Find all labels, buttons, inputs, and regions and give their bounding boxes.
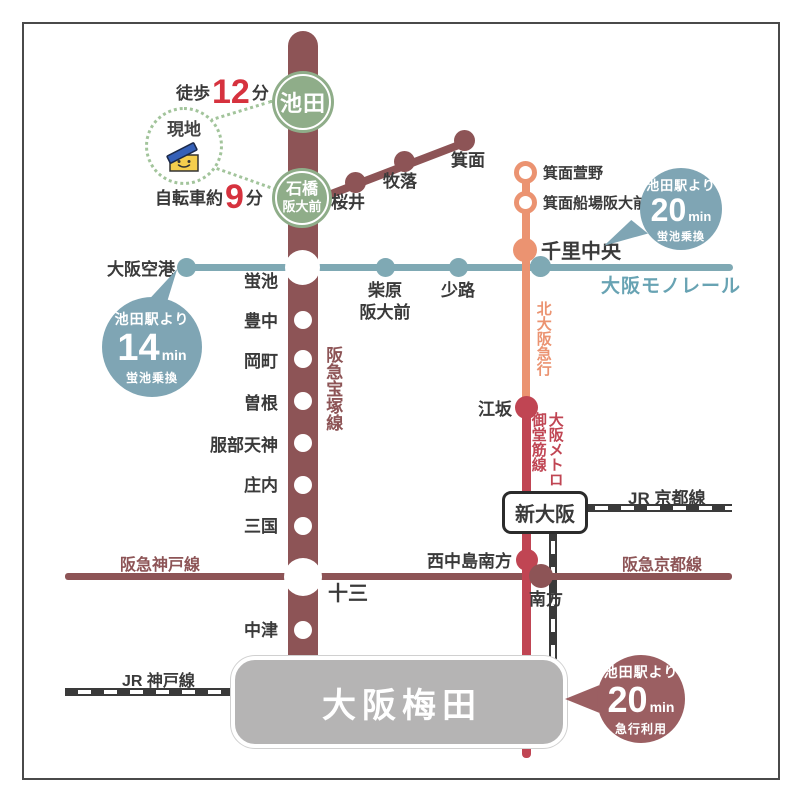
line-label-metro-line: 御堂筋線: [529, 412, 547, 472]
station-semba: 箕面船場阪大前: [543, 195, 649, 212]
line-label-monorail: 大阪モノレール: [601, 276, 742, 297]
badge-umeda-unit: min: [649, 698, 675, 715]
badge-top-line1: 池田駅より: [646, 177, 716, 193]
station-kayano: 箕面萱野: [543, 165, 604, 182]
badge-left-value: 14: [117, 326, 160, 369]
jr-connector-line: [549, 528, 557, 659]
walk-minutes: 12: [212, 73, 250, 111]
site-icon: [166, 142, 199, 172]
semba-ring-dot: [514, 191, 537, 214]
kayano-ring-dot: [514, 161, 537, 184]
senri-monorail-dot: [530, 256, 551, 277]
shin-osaka-label: 新大阪: [515, 504, 575, 526]
shibahara-line1: 柴原: [368, 281, 402, 300]
station-shonai: 庄内: [244, 476, 278, 495]
toyonaka-dot: [294, 311, 312, 329]
shin-osaka-station-box: 新大阪: [502, 491, 588, 534]
hotarugaike-interchange-circle: [285, 250, 320, 285]
sakurai-dot: [345, 172, 366, 193]
site-label: 現地: [167, 119, 201, 139]
badge-left-note: 蛍池乗換: [125, 370, 178, 385]
walk-prefix: 徒歩: [176, 84, 210, 104]
badge-left-line1: 池田駅より: [114, 310, 190, 327]
line-label-hankyu-kyoto: 阪急京都線: [622, 557, 703, 574]
station-minamikata: 南方: [529, 590, 563, 609]
station-hotarugaike: 蛍池: [244, 272, 278, 291]
cycle-prefix: 自転車約: [155, 189, 223, 209]
station-shibahara: 柴原 阪大前: [349, 280, 421, 324]
senri-chuo-dot: [513, 238, 537, 262]
station-makiochi: 牧落: [383, 172, 417, 191]
sone-dot: [294, 392, 312, 410]
walk-unit: 分: [251, 84, 269, 104]
station-senri-chuo: 千里中央: [541, 241, 621, 263]
badge-top-note: 蛍池乗換: [657, 230, 705, 243]
jr-kyoto-line: [582, 504, 732, 512]
minamikata-dot: [529, 564, 553, 588]
station-mikuni: 三国: [244, 517, 278, 536]
nishinakajima-dot: [516, 549, 538, 571]
walk-time: 徒歩 12 分: [176, 73, 269, 111]
line-label-takarazuka: 阪急宝塚線: [323, 346, 343, 431]
site-circle: 現地: [145, 107, 223, 185]
station-minoo: 箕面: [451, 151, 485, 170]
cycle-minutes: 9: [225, 178, 244, 216]
ishibashi-label-1: 石橋: [285, 181, 318, 199]
badge-ikeda-to-senri: 池田駅より 20 min 蛍池乗換: [640, 168, 722, 250]
badge-ikeda-to-airport: 池田駅より 14 min 蛍池乗換: [102, 297, 202, 397]
minoo-dot: [454, 130, 475, 151]
nakatsu-dot: [294, 621, 312, 639]
line-label-jr-kyoto: JR 京都線: [628, 489, 706, 508]
osaka-umeda-station-box: 大阪梅田: [231, 656, 567, 748]
badge-umeda-line1: 池田駅より: [603, 663, 679, 680]
line-label-kita-osaka: 北大阪急行: [534, 301, 552, 376]
station-toyonaka: 豊中: [244, 312, 278, 331]
shibahara-line2: 阪大前: [359, 303, 411, 323]
cycle-time: 自転車約 9 分: [155, 178, 263, 216]
map-border: [22, 22, 780, 780]
cycle-unit: 分: [245, 189, 263, 209]
station-nishinakajima: 西中島南方: [427, 552, 512, 571]
line-label-metro-company: 大阪メトロ: [546, 412, 564, 487]
ikeda-station-circle: 池田: [272, 71, 334, 133]
hankyu-takarazuka-line: [288, 31, 318, 661]
okamachi-dot: [294, 350, 312, 368]
ikeda-label: 池田: [279, 91, 326, 116]
station-esaka: 江坂: [478, 400, 512, 419]
badge-ikeda-to-umeda: 池田駅より 20 min 急行利用: [597, 655, 685, 743]
mikuni-dot: [294, 517, 312, 535]
osaka-umeda-label: 大阪梅田: [322, 686, 482, 725]
line-label-jr-kobe: JR 神戸線: [122, 673, 195, 690]
station-okamachi: 岡町: [244, 352, 278, 371]
midosuji-line: [522, 408, 531, 758]
badge-umeda-value: 20: [607, 678, 648, 720]
station-sakurai: 桜井: [331, 193, 365, 212]
badge-top-value: 20: [650, 191, 687, 228]
station-osaka-airport: 大阪空港: [107, 260, 175, 279]
badge-umeda-note: 急行利用: [614, 721, 667, 736]
badge-top-unit: min: [688, 208, 712, 224]
esaka-dot: [515, 396, 538, 419]
station-juso: 十三: [328, 583, 368, 605]
station-shoji: 少路: [441, 281, 475, 300]
kita-osaka-kyuko-line: [522, 167, 530, 408]
hankyu-kobe-kyoto-line: [65, 573, 732, 580]
hattori-dot: [294, 434, 312, 452]
ishibashi-label-2: 阪大前: [282, 198, 322, 214]
shibahara-dot: [376, 258, 395, 277]
jr-kobe-line: [65, 688, 232, 696]
ishibashi-station-circle: 石橋 阪大前: [272, 168, 332, 228]
station-sone: 曽根: [244, 394, 278, 413]
osaka-airport-dot: [177, 258, 196, 277]
shoji-dot: [449, 258, 468, 277]
makiochi-dot: [394, 151, 415, 172]
shonai-dot: [294, 476, 312, 494]
station-hattori-tenjin: 服部天神: [210, 436, 278, 455]
station-nakatsu: 中津: [244, 621, 278, 640]
line-label-hankyu-kobe: 阪急神戸線: [120, 557, 201, 574]
juso-interchange-circle: [284, 558, 322, 596]
badge-left-unit: min: [161, 346, 187, 363]
